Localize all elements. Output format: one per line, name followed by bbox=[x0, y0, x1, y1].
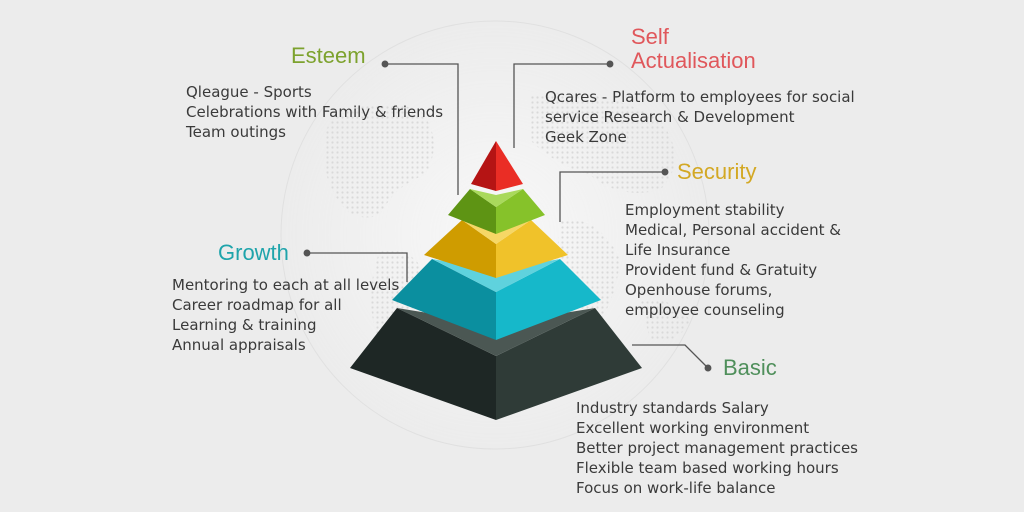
list-item: Excellent working environment bbox=[576, 419, 810, 437]
basic-title: Basic bbox=[723, 355, 777, 380]
list-item: Qcares - Platform to employees for socia… bbox=[545, 88, 855, 126]
list-item: Celebrations with Family & friends bbox=[186, 103, 444, 121]
security-connector bbox=[559, 168, 669, 222]
self-actualisation-title: Self Actualisation bbox=[631, 25, 756, 73]
list-item: Geek Zone bbox=[545, 128, 627, 146]
self-actualisation-list: Qcares - Platform to employees for socia… bbox=[545, 87, 875, 147]
pyramid-tier-esteem bbox=[448, 189, 545, 234]
esteem-connector bbox=[381, 60, 459, 195]
self-title-line2: Actualisation bbox=[631, 48, 756, 73]
list-item: Flexible team based working hours bbox=[576, 459, 839, 477]
list-item: Employment stability bbox=[625, 201, 785, 219]
list-item: employee counseling bbox=[625, 301, 785, 319]
security-list: Employment stability Medical, Personal a… bbox=[625, 200, 841, 320]
list-item: Career roadmap for all bbox=[172, 296, 342, 314]
list-item: Industry standards Salary bbox=[576, 399, 769, 417]
list-item: Team outings bbox=[186, 123, 286, 141]
pyramid bbox=[350, 141, 642, 420]
list-item: Annual appraisals bbox=[172, 336, 306, 354]
list-item: Life Insurance bbox=[625, 241, 731, 259]
esteem-list: Qleague - Sports Celebrations with Famil… bbox=[186, 82, 443, 142]
connector-lines bbox=[303, 60, 712, 372]
basic-list: Industry standards Salary Excellent work… bbox=[576, 398, 858, 498]
growth-title: Growth bbox=[218, 240, 289, 265]
list-item: Mentoring to each at all levels bbox=[172, 276, 400, 294]
security-title: Security bbox=[677, 159, 757, 184]
self-connector bbox=[513, 60, 614, 148]
basic-connector bbox=[632, 344, 712, 372]
list-item: Better project management practices bbox=[576, 439, 858, 457]
self-title-line1: Self bbox=[631, 24, 669, 49]
esteem-title: Esteem bbox=[291, 43, 366, 68]
list-item: Medical, Personal accident & bbox=[625, 221, 841, 239]
list-item: Qleague - Sports bbox=[186, 83, 312, 101]
list-item: Openhouse forums, bbox=[625, 281, 773, 299]
list-item: Learning & training bbox=[172, 316, 317, 334]
list-item: Provident fund & Gratuity bbox=[625, 261, 818, 279]
list-item: Focus on work-life balance bbox=[576, 479, 776, 497]
pyramid-tier-peak bbox=[471, 141, 523, 191]
growth-list: Mentoring to each at all levels Career r… bbox=[172, 275, 399, 355]
growth-connector bbox=[303, 249, 408, 282]
